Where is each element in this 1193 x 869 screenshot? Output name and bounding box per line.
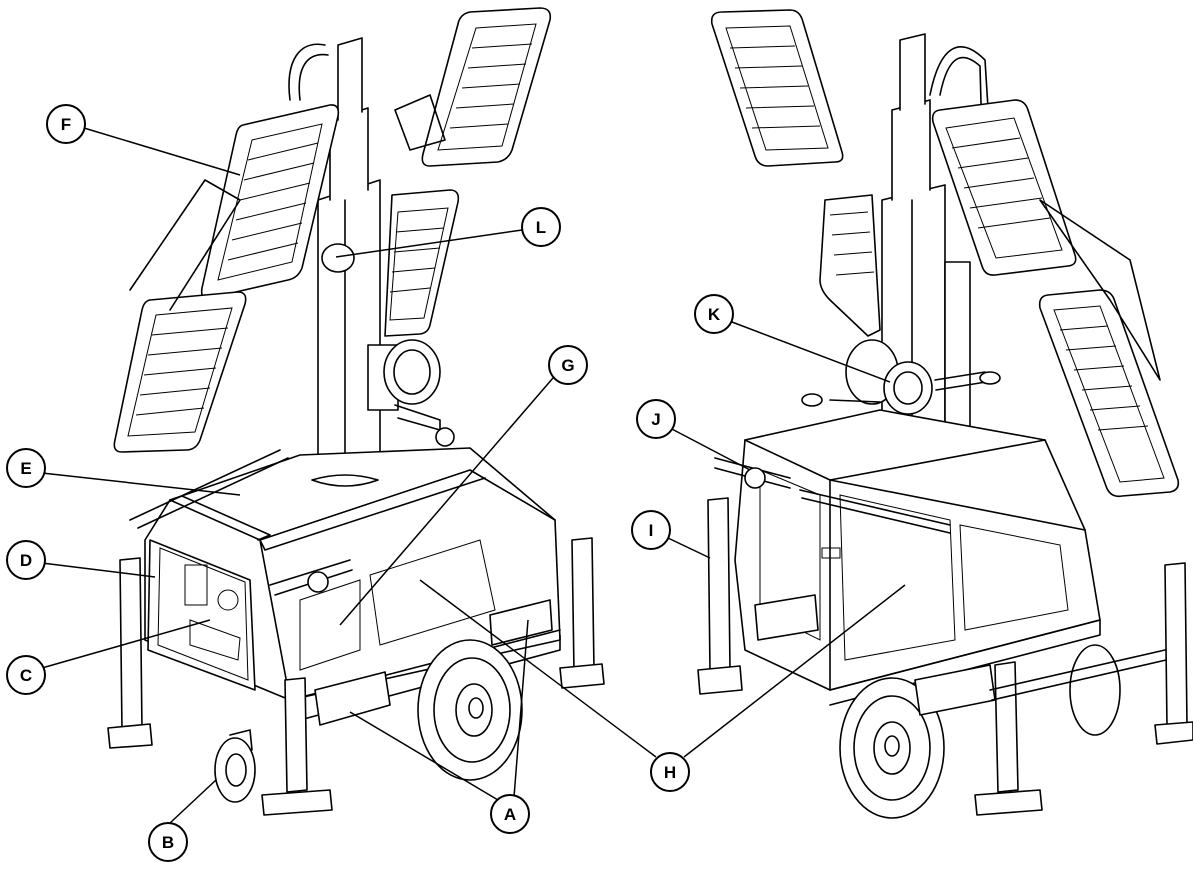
callout-D: D xyxy=(6,540,46,580)
callout-K-label: K xyxy=(708,305,721,324)
callout-F-label: F xyxy=(61,115,71,134)
leader-C xyxy=(41,619,211,669)
leader-lines xyxy=(41,127,906,824)
right-lamp-lower-left xyxy=(819,194,881,337)
callout-B: B xyxy=(148,822,188,862)
callout-L-label: L xyxy=(536,218,546,237)
leader-H1 xyxy=(419,579,657,758)
callout-L: L xyxy=(521,207,561,247)
right-wheel-front xyxy=(839,677,945,819)
leader-E xyxy=(41,472,241,496)
leader-D xyxy=(41,562,156,578)
left-wheel xyxy=(417,639,523,781)
leader-B xyxy=(169,779,217,824)
right-wheel-rear xyxy=(1069,644,1121,736)
callout-J: J xyxy=(636,399,676,439)
left-lamp-upper-right xyxy=(394,7,552,167)
leader-G xyxy=(339,377,554,626)
leader-F xyxy=(83,127,241,176)
right-outriggers xyxy=(697,497,1193,816)
right-lamp-lower-right xyxy=(1038,199,1180,498)
left-lamp-lower-right xyxy=(384,189,460,337)
leader-A1 xyxy=(349,711,499,801)
callout-G-label: G xyxy=(561,356,574,375)
right-tow-handle xyxy=(714,457,791,489)
callout-bubbles: F L G E D C B A xyxy=(6,104,734,862)
left-control-panel xyxy=(147,539,256,691)
leader-L xyxy=(335,229,523,258)
callout-A-label: A xyxy=(504,805,516,824)
left-mast xyxy=(288,37,381,481)
callout-H-label: H xyxy=(664,763,676,782)
right-lamp-upper-right xyxy=(931,99,1077,276)
callout-C-label: C xyxy=(20,666,32,685)
callout-A: A xyxy=(490,794,530,834)
right-winch xyxy=(801,339,1001,481)
leader-K xyxy=(731,321,891,383)
left-outriggers xyxy=(107,537,605,816)
callout-J-label: J xyxy=(651,410,660,429)
callout-F: F xyxy=(46,104,86,144)
right-view-light-tower xyxy=(697,9,1193,819)
left-lamp-upper-left xyxy=(200,104,340,300)
callout-C: C xyxy=(6,655,46,695)
right-body xyxy=(734,409,1101,706)
left-tow-handle xyxy=(129,449,353,596)
left-winch xyxy=(367,339,455,447)
callout-E: E xyxy=(6,448,46,488)
right-lamp-upper-left xyxy=(710,9,844,167)
leader-A2 xyxy=(513,619,529,798)
leader-J xyxy=(669,427,751,471)
callout-G: G xyxy=(548,345,588,385)
callout-H: H xyxy=(650,752,690,792)
left-view-light-tower xyxy=(107,7,605,816)
leader-H2 xyxy=(683,584,906,758)
left-lamp-lower-left xyxy=(113,179,247,453)
callout-I-label: I xyxy=(649,521,654,540)
callout-K: K xyxy=(694,294,734,334)
left-caster-wheel xyxy=(214,729,256,803)
callout-I: I xyxy=(631,510,671,550)
callout-E-label: E xyxy=(20,459,31,478)
leader-I xyxy=(667,537,711,559)
callout-B-label: B xyxy=(162,833,174,852)
callout-D-label: D xyxy=(20,551,32,570)
